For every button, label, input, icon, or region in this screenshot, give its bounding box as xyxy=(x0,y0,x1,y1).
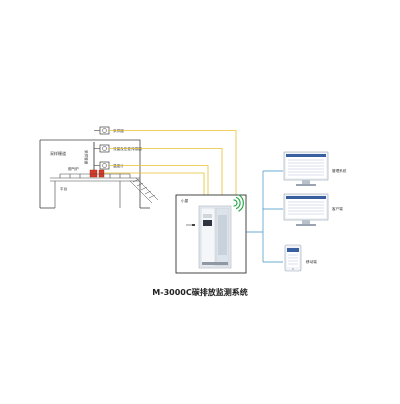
wifi-icon xyxy=(233,194,244,212)
network-lines xyxy=(246,170,283,263)
sampling-pipe-label: 采样管道 xyxy=(84,150,89,165)
terminal-management-label: 管理系统 xyxy=(332,168,347,173)
stairs xyxy=(129,177,159,204)
terminal-mobile: 移动端 xyxy=(284,244,317,272)
platform-label: 平台 xyxy=(60,186,68,191)
diagram-title: M-3000C碳排放监测系统 xyxy=(152,288,248,297)
terminal-client: 客户端 xyxy=(283,193,343,226)
plant-building xyxy=(39,139,150,209)
cabinet-house-label: 小屋 xyxy=(181,198,189,203)
platform xyxy=(50,173,140,208)
terminal-client-label: 客户端 xyxy=(332,206,343,211)
monitoring-cabinet xyxy=(186,205,232,269)
furnace-label: 烟气炉 xyxy=(68,166,79,171)
plant-area-label: 采样栅道 xyxy=(50,150,66,156)
furnace: 烟气炉 xyxy=(68,166,105,178)
terminal-management: 管理系统 xyxy=(283,151,347,186)
terminal-mobile-label: 移动端 xyxy=(306,259,317,264)
